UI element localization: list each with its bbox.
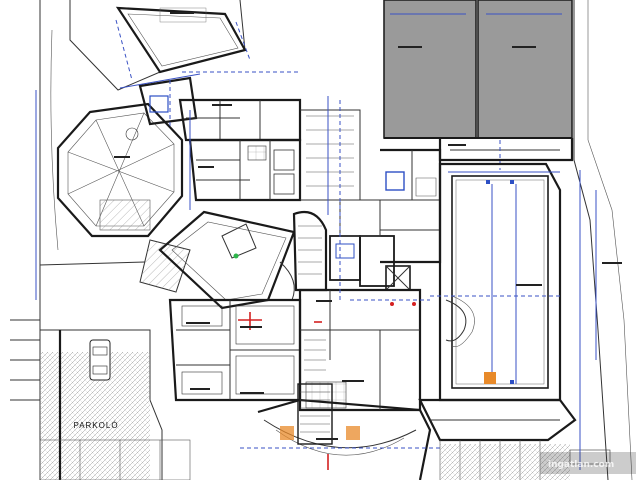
octagon-hall [56,102,191,293]
entrance-lobby [240,383,440,480]
lower-rooms [168,288,422,412]
parking-area: PARKOLÓ [10,319,191,480]
watermark-text: ingatlan.com [548,460,614,470]
angled-hall-center [158,210,296,310]
dimension-lines [35,73,581,470]
spa-rooms [138,71,361,215]
main-hall-right [430,162,597,402]
site-boundary-curve [50,29,59,251]
room-label-marks [114,12,622,440]
site-boundary-right-outer [587,0,633,480]
terrace-top-left [69,0,251,91]
right-bottom-wing [418,398,611,480]
watermark: ingatlan.com [540,452,636,474]
site-boundary-right [573,0,609,480]
squash-courts [383,0,574,170]
parking-label: PARKOLÓ [73,421,118,430]
